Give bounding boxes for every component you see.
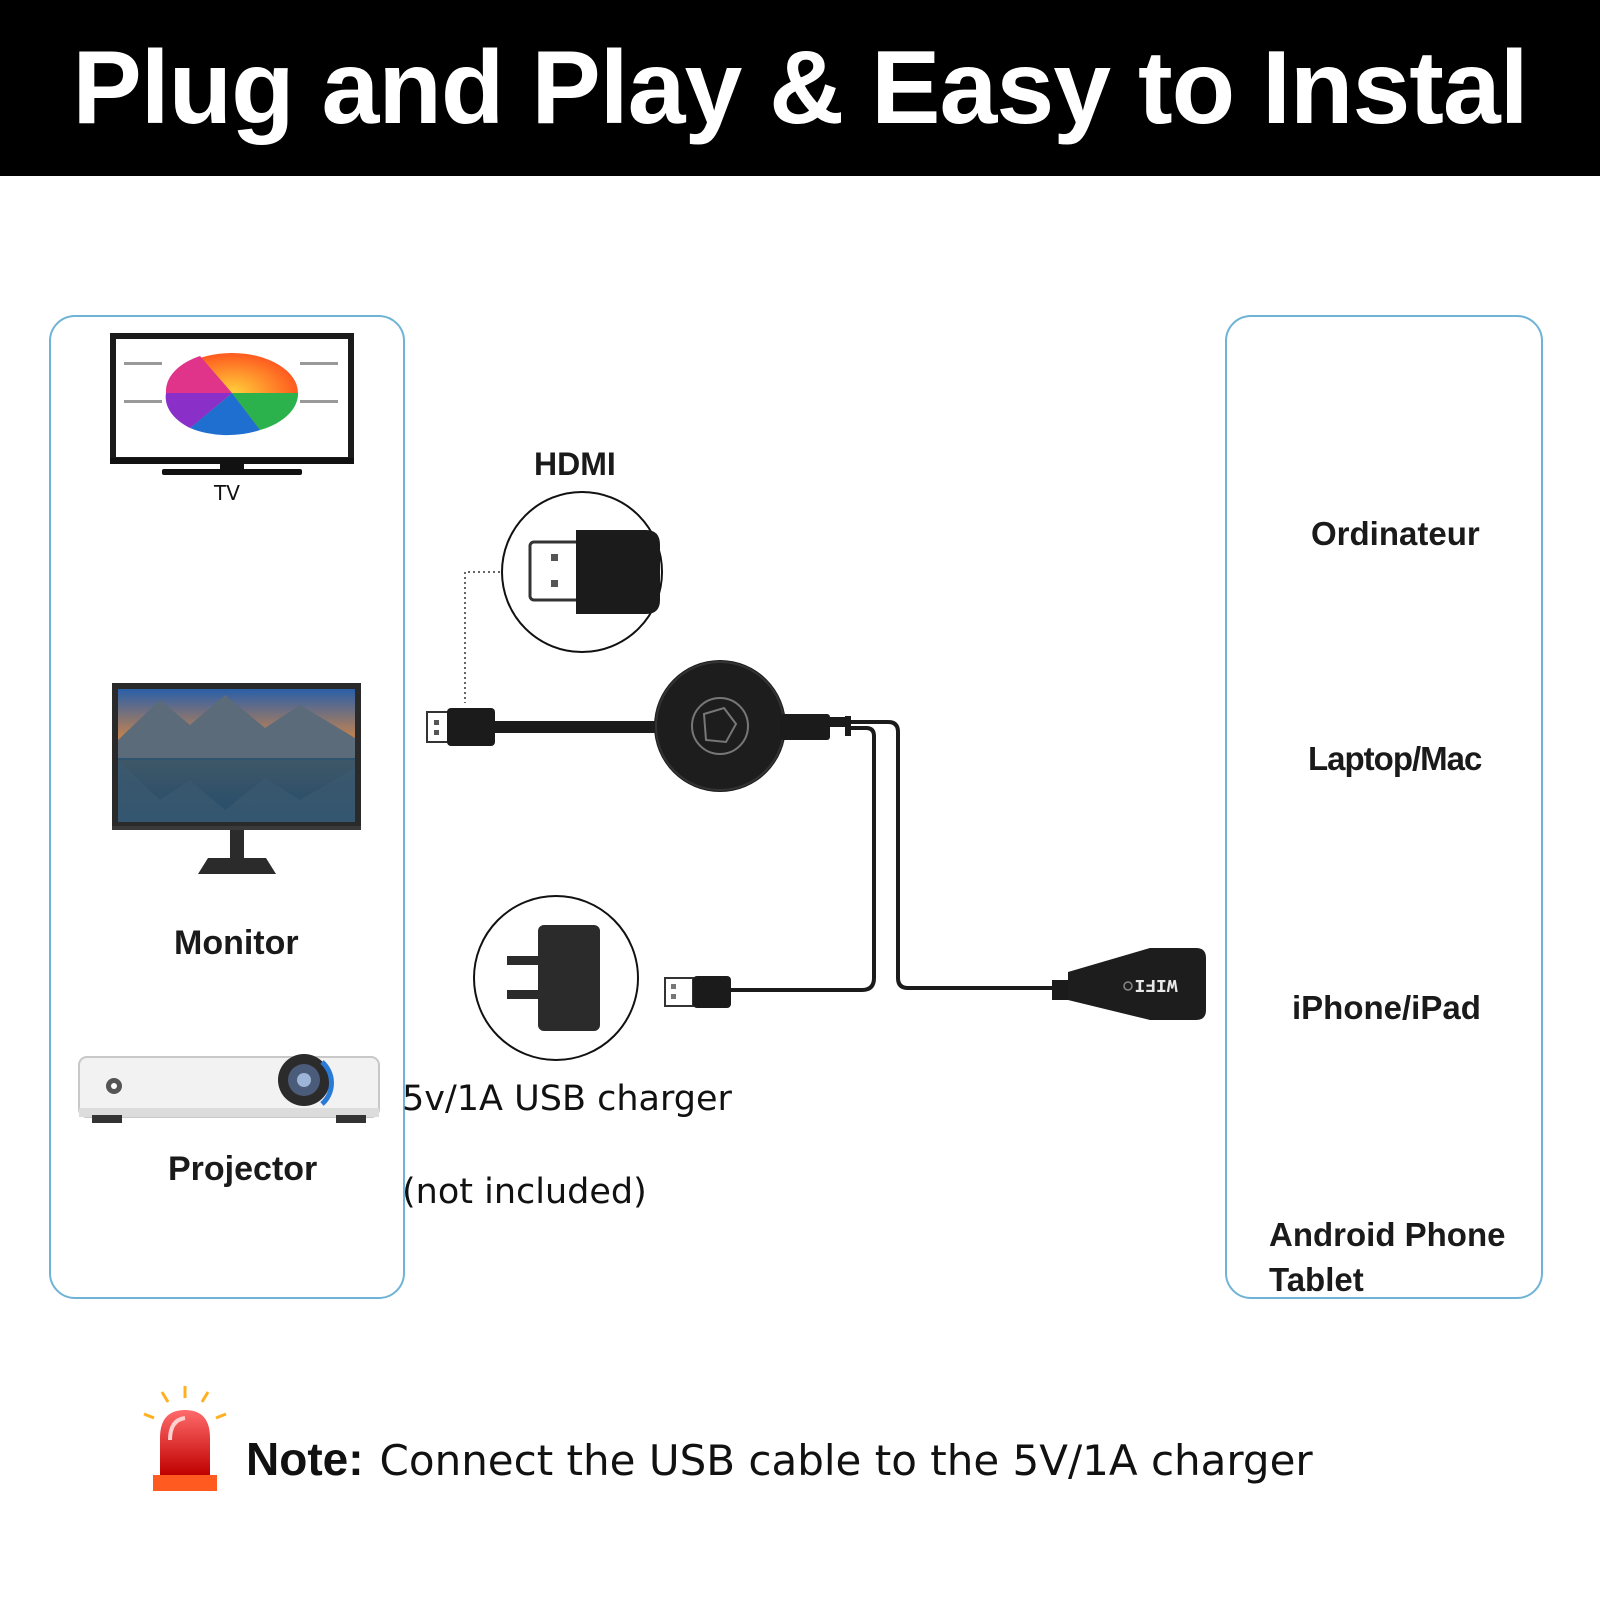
note-line: Note: Connect the USB cable to the 5V/1A …	[246, 1432, 1313, 1486]
receiver-brand-text: WIFI	[1134, 974, 1177, 994]
header-bar: Plug and Play & Easy to Instal	[0, 0, 1600, 176]
charger-label: 5v/1A USB charger	[402, 1079, 732, 1119]
tv-label: TV	[214, 481, 240, 505]
charger-note: (not included)	[402, 1172, 647, 1212]
projector-label: Projector	[168, 1150, 318, 1188]
page-title: Plug and Play & Easy to Instal	[72, 29, 1528, 146]
source-devices-panel	[1225, 315, 1543, 1299]
laptop-label: Laptop/Mac	[1308, 740, 1482, 777]
hdmi-label: HDMI	[534, 446, 616, 482]
monitor-label: Monitor	[174, 924, 299, 962]
iphone-ipad-label: iPhone/iPad	[1292, 989, 1481, 1026]
note-key: Note:	[246, 1433, 364, 1485]
computer-label: Ordinateur	[1311, 515, 1480, 552]
note-text: Connect the USB cable to the 5V/1A charg…	[379, 1436, 1313, 1485]
android-label-line1: Android Phone	[1269, 1216, 1506, 1253]
android-label-line2: Tablet	[1269, 1261, 1364, 1298]
